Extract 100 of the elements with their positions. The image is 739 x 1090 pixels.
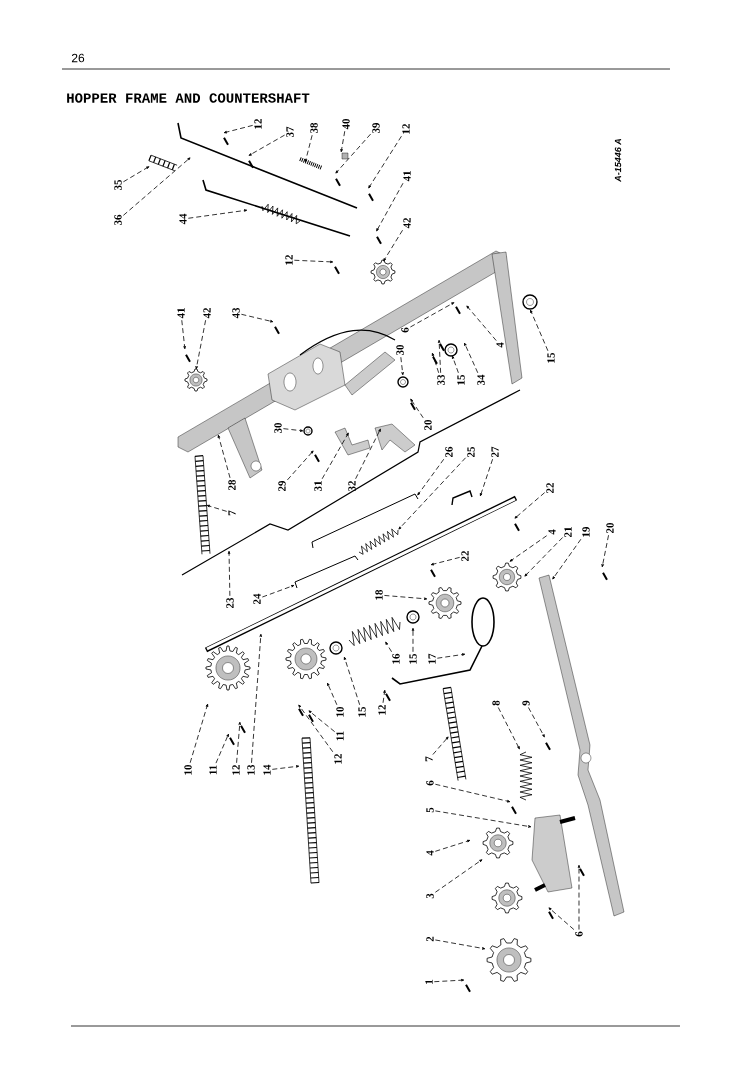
leader-line [466, 305, 497, 341]
page-number: 26 [71, 53, 85, 63]
callout-number: 9 [522, 700, 530, 706]
leader-line [227, 550, 231, 597]
callout-number: 15 [358, 706, 366, 717]
leader-line [530, 309, 549, 352]
title: HOPPER FRAME AND COUNTERSHAFT [67, 93, 310, 103]
leader-line [417, 458, 445, 496]
callout-number: 21 [564, 527, 572, 538]
callout-number: 7 [228, 510, 236, 516]
callout-number: 20 [424, 419, 432, 431]
leader-line [384, 595, 428, 600]
leader-line [293, 259, 334, 264]
callout-number: 36 [114, 214, 122, 226]
leader-line [261, 585, 295, 598]
callout-number: 32 [348, 481, 356, 492]
callout-number: 24 [253, 593, 261, 605]
callout-number: 12 [378, 705, 386, 715]
leader-line [343, 656, 361, 706]
callout-number: 41 [403, 171, 411, 182]
callout-number: 4 [426, 850, 434, 856]
leader-line [271, 765, 300, 770]
callout-number: 22 [461, 551, 469, 562]
leader-line [181, 319, 186, 350]
callout-number: 33 [437, 374, 445, 386]
leader-line [251, 633, 262, 764]
leader-line [410, 398, 424, 419]
leader-line [308, 710, 336, 733]
callout-number: 6 [401, 327, 409, 333]
callout-number: 42 [403, 218, 411, 229]
callout-number: 22 [546, 483, 554, 494]
callout-number: 31 [314, 481, 322, 492]
callout-number: 15 [409, 653, 417, 664]
leader-line [195, 319, 206, 370]
callout-number: 40 [342, 118, 350, 130]
callout-number: 42 [203, 308, 211, 319]
leader-line [430, 557, 461, 566]
callout-number: 38 [310, 122, 318, 134]
callout-number: 12 [232, 765, 240, 775]
leader-line [398, 457, 466, 530]
callout-number: 3 [426, 893, 434, 899]
callout-number: 10 [184, 764, 192, 775]
leader-line [355, 428, 381, 480]
callout-number: 39 [372, 122, 380, 134]
callout-number: 41 [177, 308, 185, 319]
callout-number: 44 [179, 213, 187, 225]
leader-line [206, 504, 228, 512]
leader-line [528, 707, 545, 738]
callout-number: 20 [606, 522, 614, 534]
callout-number: 4 [548, 529, 556, 535]
callout-number: 30 [274, 422, 282, 434]
leader-line [321, 432, 349, 480]
callout-number: 10 [336, 706, 344, 717]
leader-line [335, 133, 371, 174]
leader-line [436, 653, 466, 659]
callout-number: 1 [425, 979, 433, 984]
leader-line [123, 157, 191, 216]
leader-line [435, 859, 483, 893]
leader-line [241, 313, 274, 323]
leader-line [434, 939, 486, 950]
callout-number: 15 [457, 374, 465, 385]
leader-line [452, 355, 459, 374]
callout-number: 23 [226, 597, 234, 609]
leader-line [248, 134, 285, 156]
leader-line [298, 704, 334, 753]
callout-number: 5 [426, 807, 434, 813]
callout-number: 43 [232, 307, 240, 319]
leader-line [432, 736, 449, 755]
leader-line [187, 209, 248, 219]
callout-number: 28 [228, 479, 236, 491]
leader-line [217, 434, 231, 479]
leader-line [577, 864, 581, 930]
leader-line [215, 733, 229, 764]
leader-line [382, 689, 386, 704]
callout-number: 37 [286, 126, 294, 138]
leader-line [548, 907, 575, 930]
leader-line [287, 450, 314, 481]
callout-number: 18 [375, 589, 383, 600]
leader-line [514, 492, 546, 519]
leader-line [464, 342, 479, 374]
callout-number: 6 [575, 931, 583, 937]
callout-number: 16 [392, 653, 400, 664]
callout-number: 34 [477, 374, 485, 386]
leader-line [434, 810, 532, 828]
callout-number: 35 [114, 179, 122, 191]
leader-line [327, 682, 338, 706]
leader-line [304, 134, 313, 163]
callout-number: 27 [491, 446, 499, 458]
leader-line [400, 356, 404, 376]
callout-number: 17 [428, 653, 436, 664]
leader-line [189, 703, 209, 764]
callout-number: 12 [285, 255, 293, 265]
callout-number: 2 [426, 936, 434, 942]
leader-line [434, 839, 471, 852]
leader-line [223, 125, 254, 134]
callout-number: 11 [336, 731, 344, 741]
callout-number: 26 [445, 446, 453, 458]
leader-line [385, 641, 392, 653]
leader-line [497, 707, 520, 750]
leader-line [601, 534, 609, 568]
